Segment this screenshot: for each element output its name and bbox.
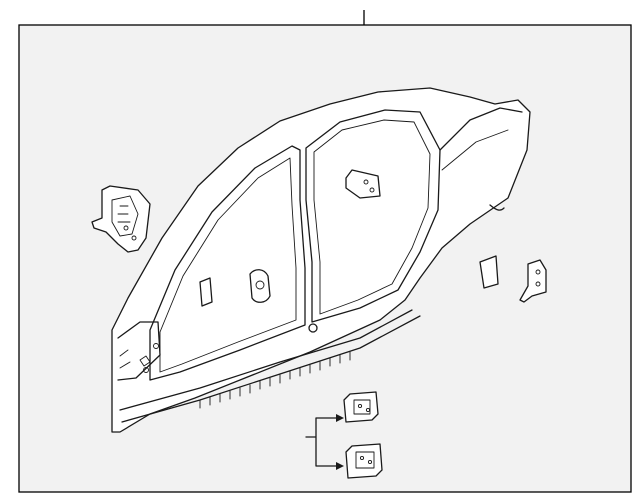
- reinforcement-plates: [305, 391, 383, 479]
- body-side-panel: [111, 87, 531, 433]
- front-pillar-bracket: [91, 185, 151, 253]
- quarter-brackets: [479, 255, 547, 303]
